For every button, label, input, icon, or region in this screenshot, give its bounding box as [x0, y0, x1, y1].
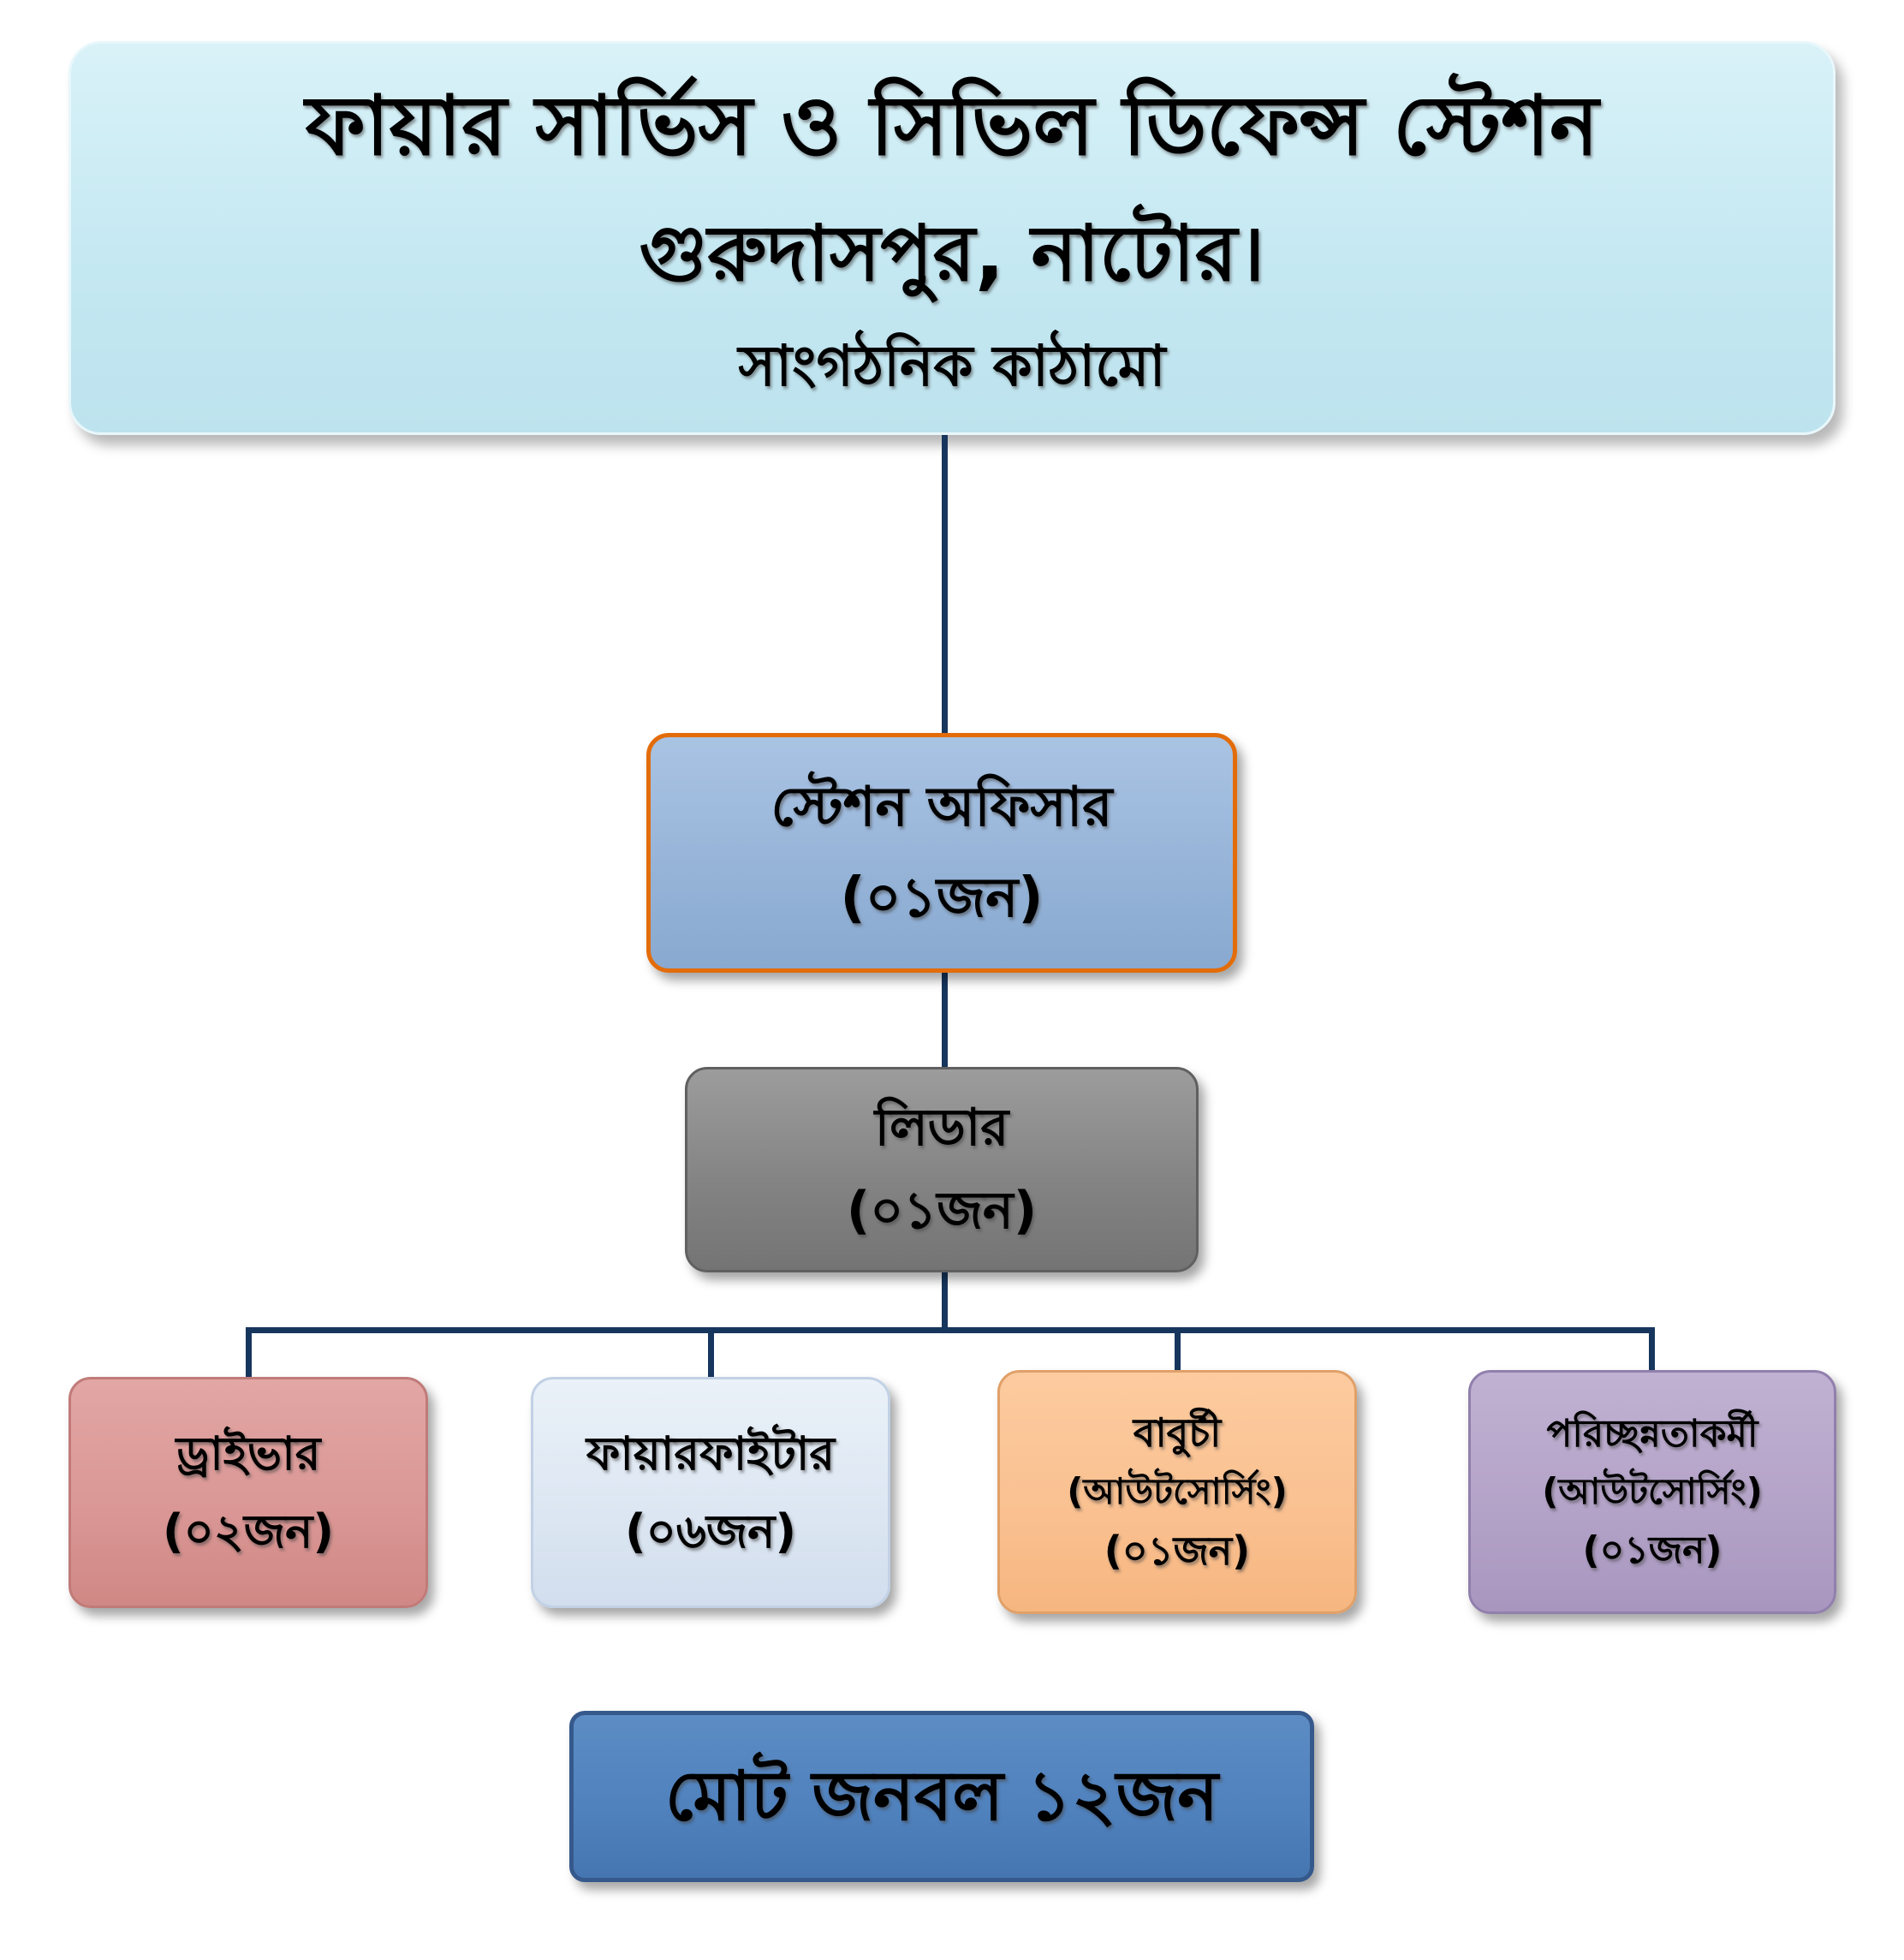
connector-drop-cleaner: [1649, 1327, 1655, 1370]
chart-header-box: ফায়ার সার্ভিস ও সিভিল ডিফেন্স স্টেশন গু…: [68, 41, 1836, 435]
connector-header-to-station: [942, 435, 948, 733]
cleaner-subtitle: (আউটসোর্সিং): [1542, 1470, 1763, 1513]
connector-drop-cook: [1175, 1327, 1181, 1370]
node-leader: লিডার (০১জন): [685, 1067, 1199, 1272]
node-cleaner: পরিচ্ছন্নতাকর্মী (আউটসোর্সিং) (০১জন): [1468, 1370, 1836, 1614]
cleaner-count: (০১জন): [1582, 1528, 1723, 1572]
leader-title: লিডার: [874, 1098, 1009, 1158]
cleaner-title: পরিচ্ছন্নতাকর্মী: [1546, 1412, 1758, 1457]
firefighter-title: ফায়ারফাইটার: [586, 1426, 836, 1480]
total-manpower-label: মোট জনবল ১২জন: [664, 1756, 1219, 1836]
connector-drop-firefighter: [708, 1327, 714, 1377]
station-officer-title: স্টেশন অফিসার: [771, 776, 1113, 839]
connector-leader-to-branch: [942, 1272, 948, 1327]
node-station-officer: স্টেশন অফিসার (০১জন): [646, 733, 1237, 973]
connector-drop-driver: [246, 1327, 252, 1377]
header-line2: গুরুদাসপুর, নাটোর।: [639, 208, 1265, 299]
total-manpower-box: মোট জনবল ১২জন: [569, 1711, 1314, 1882]
connector-station-to-leader: [942, 973, 948, 1067]
connector-branch-horizontal: [246, 1327, 1655, 1333]
header-line3: সাংগঠনিক কাঠামো: [738, 333, 1166, 399]
cook-count: (০১জন): [1104, 1527, 1251, 1574]
node-driver: ড্রাইভার (০২জন): [68, 1377, 428, 1608]
firefighter-count: (০৬জন): [624, 1504, 797, 1558]
header-line1: ফায়ার সার্ভিস ও সিভিল ডিফেন্স স্টেশন: [305, 77, 1599, 174]
leader-count: (০১জন): [846, 1181, 1038, 1241]
cook-title: বাবুর্চী: [1133, 1409, 1222, 1456]
driver-count: (০২জন): [162, 1504, 335, 1558]
node-firefighter: ফায়ারফাইটার (০৬জন): [531, 1377, 890, 1608]
driver-title: ড্রাইভার: [176, 1426, 321, 1480]
cook-subtitle: (আউটসোর্সিং): [1067, 1470, 1288, 1513]
node-cook: বাবুর্চী (আউটসোর্সিং) (০১জন): [997, 1370, 1357, 1614]
station-officer-count: (০১জন): [840, 867, 1044, 930]
